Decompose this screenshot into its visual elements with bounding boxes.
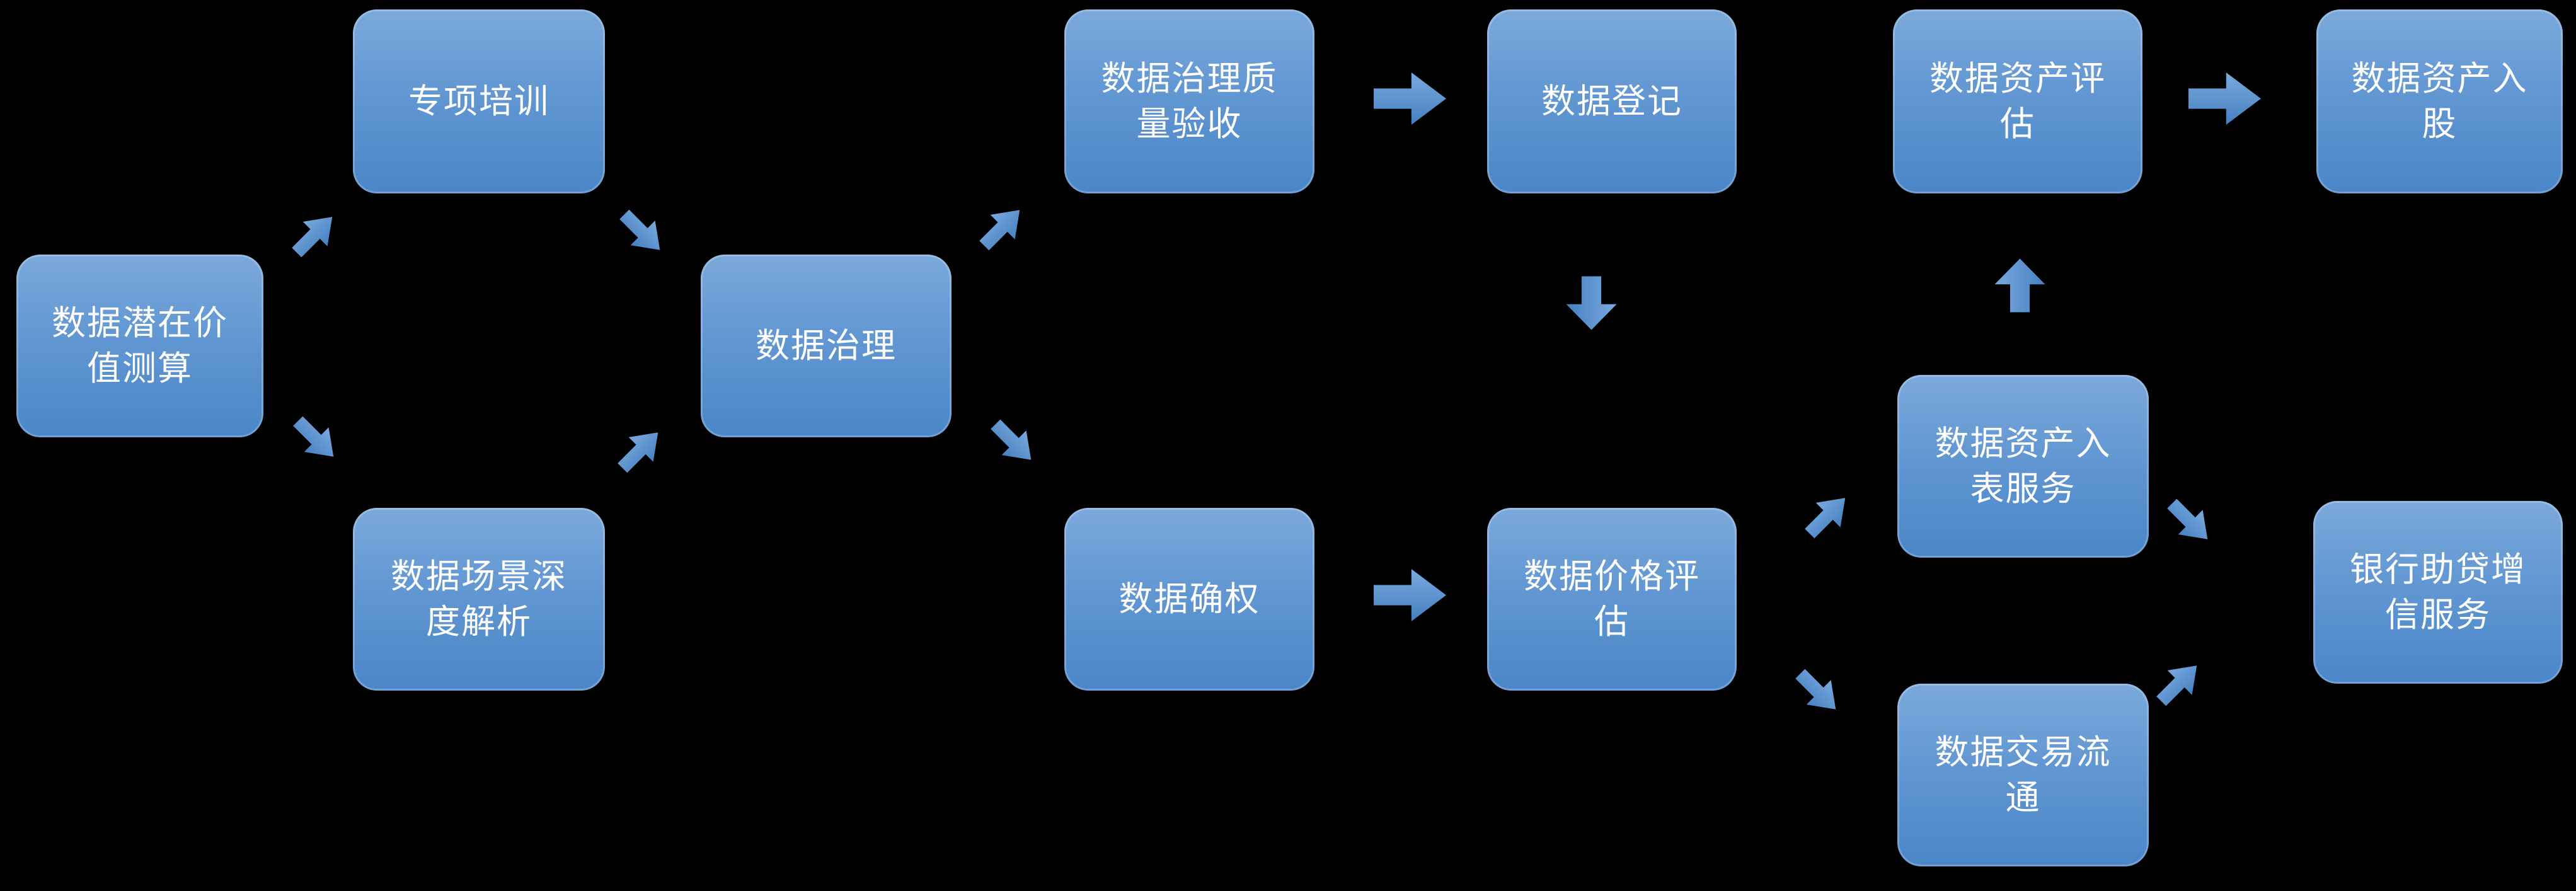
node-label-bank-credit-service: 银行助贷增 信服务 (2350, 551, 2526, 634)
node-bank-credit-service: 银行助贷增 信服务 (2313, 501, 2563, 684)
node-label-price-evaluation: 数据价格评 估 (1524, 558, 1700, 641)
node-data-registration: 数据登记 (1487, 9, 1737, 193)
node-potential-value: 数据潜在价 值测算 (16, 255, 263, 437)
arrow-asset-evaluation-to-equity-investment-icon (2188, 72, 2261, 125)
arrow-potential-value-to-scenario-analysis-icon (293, 416, 334, 457)
node-label-potential-value: 数据潜在价 值测算 (52, 304, 228, 388)
node-special-training: 专项培训 (353, 9, 605, 193)
node-trading-circulation: 数据交易流 通 (1897, 684, 2149, 866)
node-equity-investment: 数据资产入 股 (2316, 9, 2563, 193)
arrow-rights-confirmation-to-price-evaluation-icon (1373, 568, 1446, 621)
node-label-rights-confirmation: 数据确权 (1118, 580, 1260, 618)
arrow-scenario-analysis-to-data-governance-icon (618, 432, 658, 473)
arrow-potential-value-to-special-training-icon (292, 216, 333, 257)
node-label-balance-sheet-service: 数据资产入 表服务 (1935, 425, 2112, 508)
node-label-data-governance: 数据治理 (756, 327, 897, 365)
node-label-equity-investment: 数据资产入 股 (2351, 60, 2528, 143)
node-label-scenario-analysis: 数据场景深 度解析 (391, 558, 567, 641)
node-price-evaluation: 数据价格评 估 (1487, 508, 1737, 691)
node-balance-sheet-service: 数据资产入 表服务 (1897, 375, 2149, 558)
node-label-special-training: 专项培训 (408, 83, 549, 120)
arrow-quality-acceptance-to-data-registration-icon (1373, 72, 1446, 125)
node-label-asset-evaluation: 数据资产评 估 (1929, 60, 2106, 143)
node-scenario-analysis: 数据场景深 度解析 (353, 508, 605, 691)
arrow-price-evaluation-to-balance-sheet-service-icon (1805, 497, 1846, 538)
arrow-price-evaluation-to-trading-circulation-icon (1795, 669, 1836, 710)
arrow-data-governance-to-rights-confirmation-icon (991, 419, 1032, 460)
arrow-data-governance-to-quality-acceptance-icon (979, 209, 1020, 250)
node-rights-confirmation: 数据确权 (1064, 508, 1314, 691)
arrow-data-registration-to-price-evaluation-icon (1566, 276, 1616, 330)
node-label-data-registration: 数据登记 (1541, 83, 1682, 120)
arrow-trading-circulation-to-bank-credit-service-icon (2156, 665, 2197, 706)
node-label-quality-acceptance: 数据治理质 量验收 (1101, 60, 1278, 143)
arrow-balance-sheet-service-to-asset-evaluation-icon (1994, 258, 2045, 313)
node-data-governance: 数据治理 (701, 255, 952, 437)
node-quality-acceptance: 数据治理质 量验收 (1064, 9, 1314, 193)
node-label-trading-circulation: 数据交易流 通 (1935, 733, 2112, 817)
node-asset-evaluation: 数据资产评 估 (1893, 9, 2142, 193)
arrow-special-training-to-data-governance-icon (619, 209, 660, 250)
arrow-balance-sheet-service-to-bank-credit-service-icon (2167, 498, 2208, 539)
